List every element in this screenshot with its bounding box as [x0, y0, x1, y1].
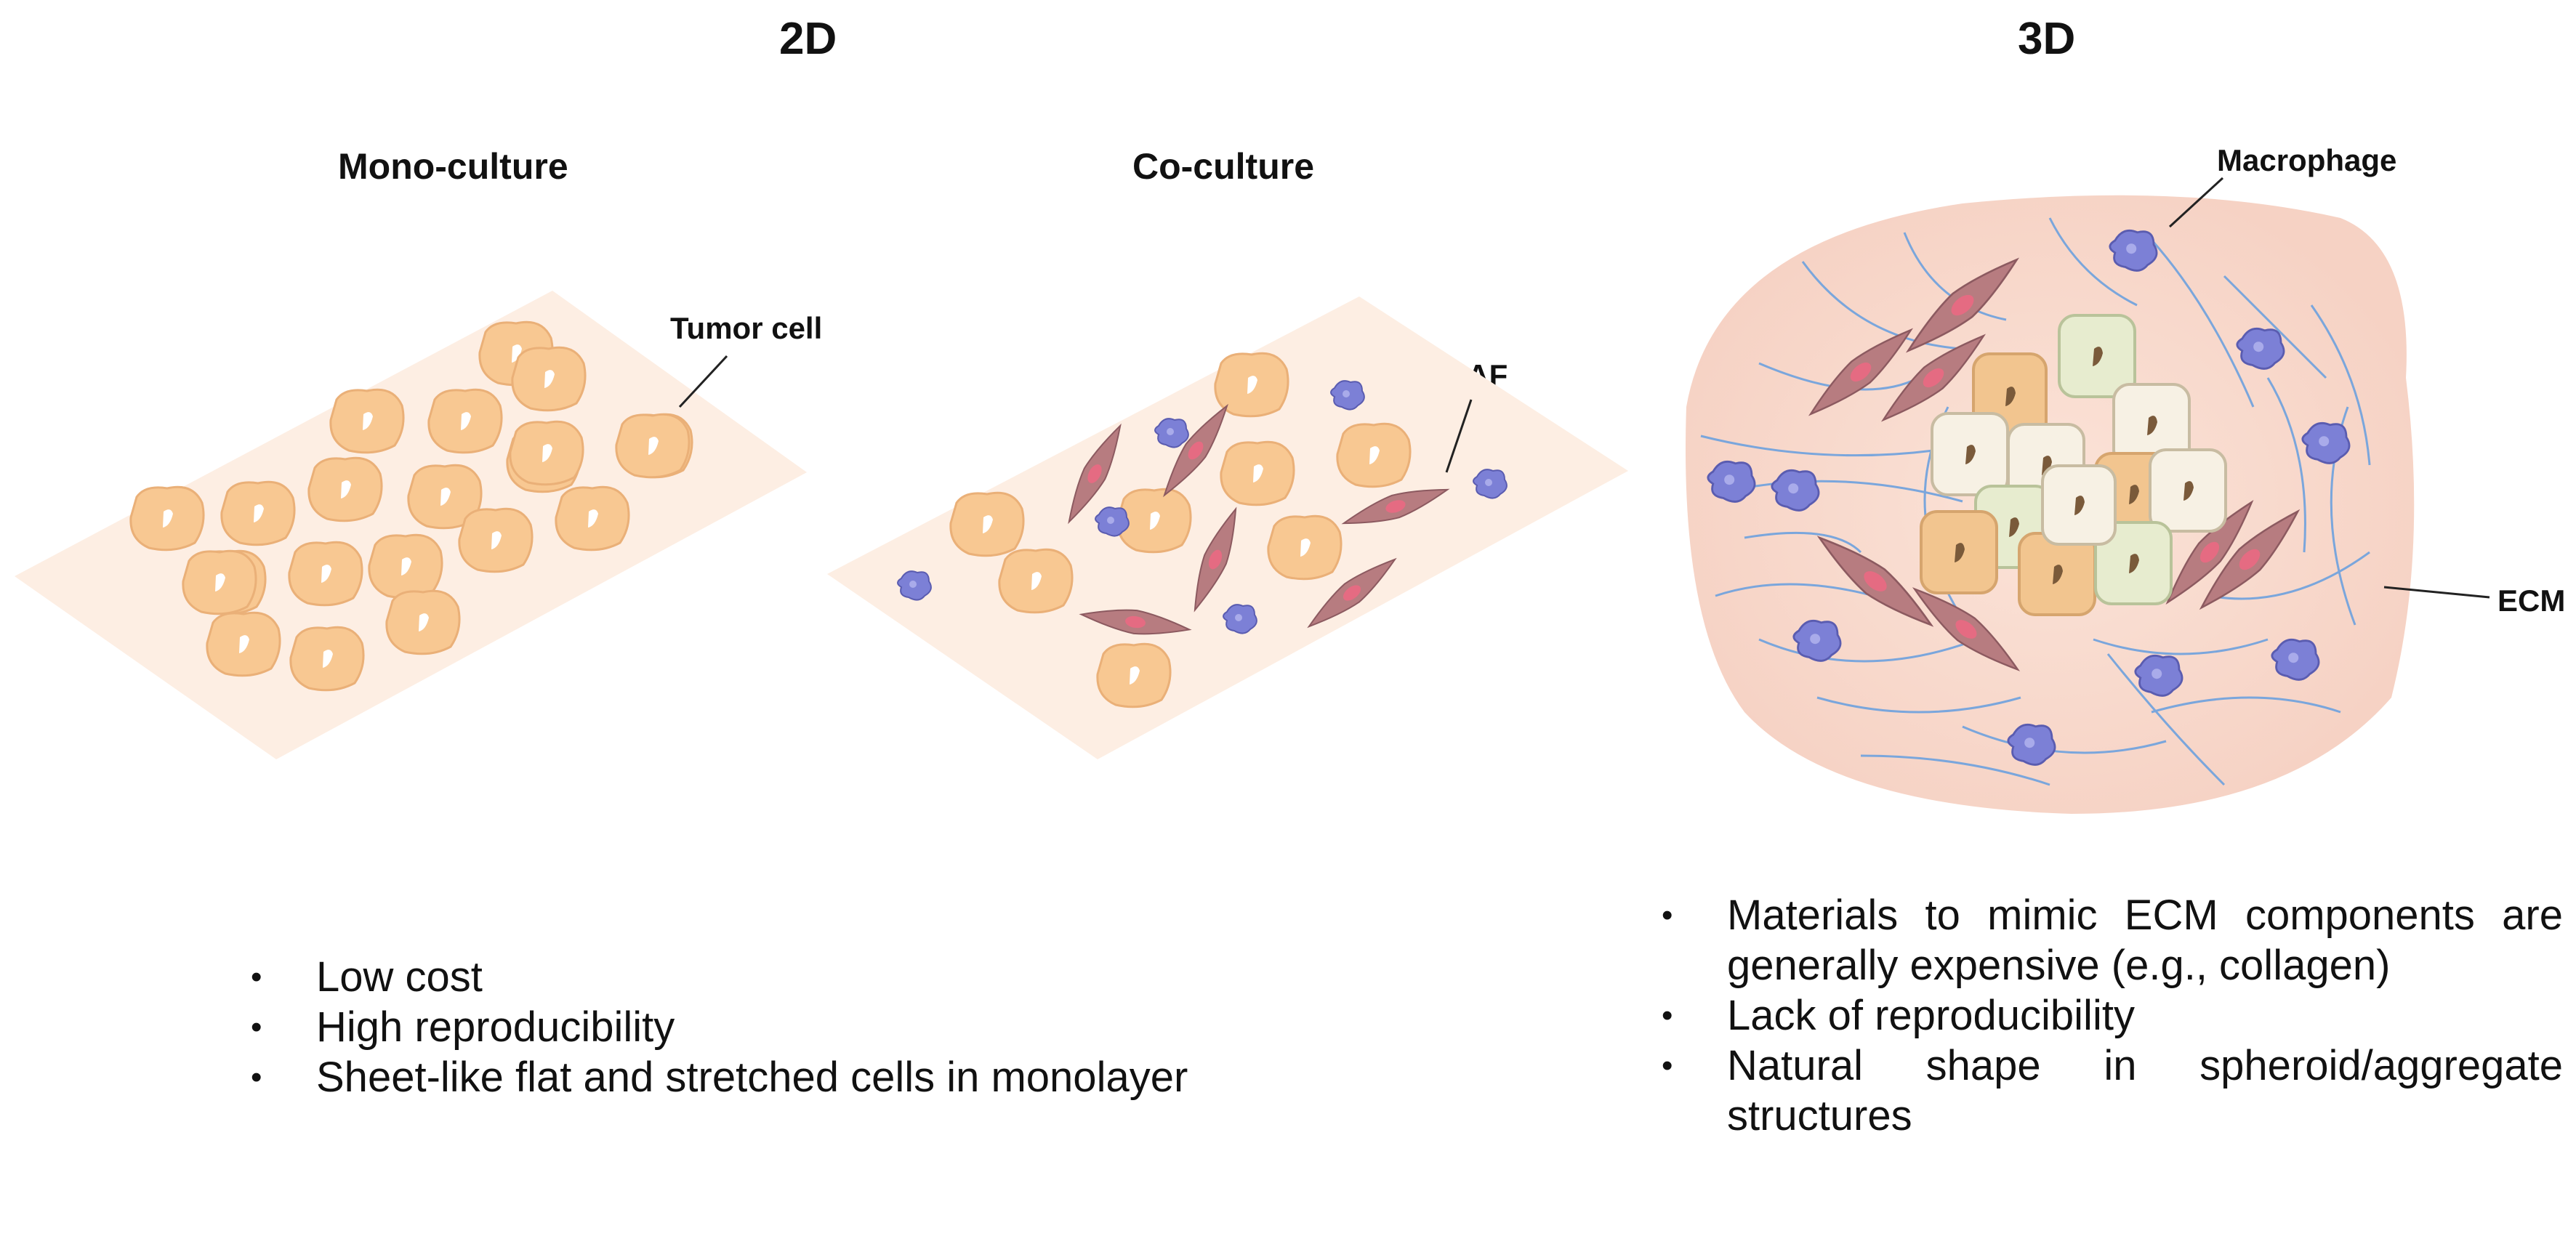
caf-cell: [1880, 334, 1987, 422]
tumor-cell: [289, 626, 365, 692]
co-tumor-cells: [949, 352, 1412, 708]
co-cafs: [1068, 403, 1450, 635]
bullet-2d-item: High reproducibility: [251, 1002, 1486, 1052]
spheroid-tumor-cell: [1920, 510, 1998, 594]
tumor-cell: [427, 388, 503, 454]
macrophage-pointer: [2168, 177, 2224, 228]
tumor-cell: [1220, 440, 1295, 506]
tumor-cell: [1096, 642, 1172, 708]
macrophage-cell: [2301, 421, 2351, 464]
caf-cell: [1079, 609, 1192, 635]
bullet-3d-item: Natural shape in spheroid/aggregate stru…: [1662, 1041, 2563, 1141]
bullets-3d: Materials to mimic ECM components are ge…: [1662, 890, 2563, 1141]
macrophage-cell: [2109, 229, 2158, 272]
macrophage-cell: [1792, 619, 1842, 662]
macrophage-cell: [2007, 723, 2056, 766]
spheroid-tumor-cell: [1931, 412, 2009, 496]
macrophage-cell: [1154, 418, 1189, 448]
tumor-cell: [1336, 422, 1412, 488]
macrophage-cell: [1707, 460, 1756, 503]
label-tumor-cell: Tumor cell: [670, 311, 823, 345]
macrophage-cell: [1223, 604, 1257, 634]
caf-cell: [2199, 509, 2301, 610]
tumor-cell: [555, 485, 630, 552]
tumor-cell: [998, 548, 1074, 614]
bullets-2d: Low cost High reproducibility Sheet-like…: [251, 952, 1486, 1102]
caf-cell: [1307, 557, 1397, 629]
tumor-cell: [509, 420, 584, 486]
label-macrophage: Macrophage: [2217, 143, 2397, 177]
tumor-cell-pointer: [678, 355, 728, 408]
tumor-cell: [407, 464, 483, 530]
tumor-cell: [368, 533, 443, 599]
co-macrophages: [897, 380, 1508, 634]
heading-2d: 2D: [779, 14, 837, 64]
spheroid-tumor-cell: [2149, 448, 2227, 533]
tumor-cell: [1267, 514, 1343, 581]
spheroid-tumor-cell: [2041, 464, 2117, 546]
macrophage-cell: [1473, 469, 1508, 499]
tumor-cell: [329, 388, 405, 454]
bullet-2d-item: Sheet-like flat and stretched cells in m…: [251, 1052, 1486, 1102]
tumor-cell: [1116, 488, 1192, 554]
macrophage-cell: [1771, 469, 1820, 512]
tumor-cell: [1214, 352, 1289, 418]
macrophage-cell: [2271, 638, 2320, 681]
tumor-cell: [385, 589, 461, 655]
caf-cell: [1816, 536, 1934, 627]
tumor-cell: [949, 491, 1025, 557]
panel-title-mono-culture: Mono-culture: [338, 146, 568, 187]
spheroid-tumor-cell: [2058, 314, 2136, 398]
bullet-3d-item: Materials to mimic ECM components are ge…: [1662, 890, 2563, 990]
spheroid-core: [1920, 314, 2227, 616]
caf-cell: [1912, 587, 2021, 671]
spheroid-tumor-cell: [2094, 521, 2173, 605]
macrophage-cell: [897, 570, 932, 601]
macrophage-cell: [2236, 327, 2285, 370]
heading-3d: 3D: [2018, 14, 2076, 64]
spheroid-cafs: [1808, 257, 2301, 671]
tumor-cell: [307, 456, 383, 522]
caf-cell: [1341, 488, 1450, 525]
ecm-pointer: [2383, 586, 2490, 599]
tumor-cell: [129, 485, 205, 552]
caf-pointer: [1445, 399, 1473, 473]
macrophage-cell: [2134, 654, 2183, 697]
tumor-cell: [182, 549, 257, 615]
macrophage-cell: [1095, 506, 1130, 537]
label-ecm: ECM: [2497, 583, 2566, 618]
tumor-cell: [206, 611, 281, 677]
tumor-cell: [511, 346, 587, 412]
caf-cell: [1163, 403, 1228, 498]
caf-cell: [2165, 499, 2254, 605]
tumor-cell: [288, 541, 363, 607]
caf-cell: [1905, 257, 2020, 353]
panel-title-co-culture: Co-culture: [1132, 146, 1314, 187]
caf-cell: [1068, 423, 1122, 525]
mono-tumor-cells: [129, 320, 693, 692]
tumor-cell: [615, 413, 691, 479]
caf-cell: [1194, 506, 1237, 613]
macrophage-cell: [1330, 380, 1365, 411]
caf-cell: [1808, 328, 1914, 416]
tumor-cell: [458, 507, 534, 573]
bullet-3d-item: Lack of reproducibility: [1662, 990, 2563, 1041]
tumor-cell: [220, 480, 296, 546]
spheroid-macrophages: [1707, 229, 2351, 766]
bullet-2d-item: Low cost: [251, 952, 1486, 1002]
